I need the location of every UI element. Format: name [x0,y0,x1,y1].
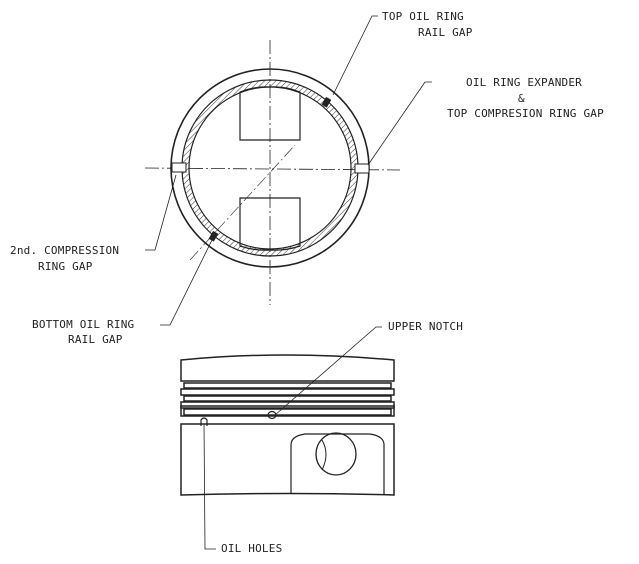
expander-label-3: TOP COMPRESION RING GAP [447,107,604,120]
horizontal-centerline [144,167,401,171]
second-compression-label-2: RING GAP [38,260,93,273]
ring-land-2 [183,395,392,402]
upper-pin-boss [239,86,301,141]
upper-notch-label: UPPER NOTCH [388,320,464,333]
second-compression-gap [171,162,187,173]
piston-skirt [180,423,395,496]
top-oil-ring-label-2: RAIL GAP [418,26,473,39]
lower-pin-boss [239,197,301,251]
wrist-pin-hole [315,432,357,476]
second-compression-label: 2nd. COMPRESSION [10,244,120,257]
expander-label: OIL RING EXPANDER [466,76,582,89]
expander-label-ampersand: & [518,92,525,105]
piston-crown [180,354,395,382]
top-view [144,40,401,305]
oil-holes-label: OIL HOLES [221,542,283,555]
side-view-piston [180,354,395,496]
ring-groove-1 [180,388,395,396]
top-oil-rail-gap [321,96,332,108]
wrist-pin-edge [321,439,327,471]
ring-groove-2 [180,401,395,409]
pin-boss-side [290,433,385,494]
bottom-oil-ring-label: BOTTOM OIL RING [32,318,135,331]
bottom-oil-rail-gap [208,230,219,242]
upper-notch [267,410,277,420]
ring-land-3 [183,408,392,416]
ring-land-1 [183,382,392,389]
oil-hole [200,417,208,426]
oil-ring-groove [180,405,395,417]
diagonal-centerline [189,144,296,261]
hatched-ring [181,79,359,257]
top-compression-gap [354,163,370,174]
bottom-oil-ring-label-2: RAIL GAP [68,333,123,346]
leader-lines [145,15,432,550]
top-oil-ring-label: TOP OIL RING [382,10,464,23]
